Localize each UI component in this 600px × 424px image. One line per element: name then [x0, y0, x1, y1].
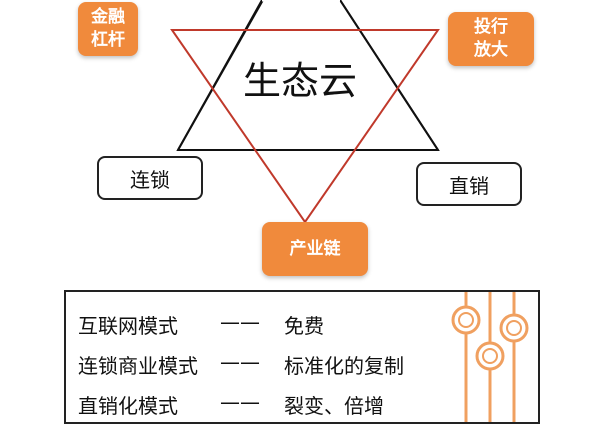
node-investment-amplify-line2: 放大	[474, 40, 508, 60]
node-investment-amplify-line1: 投行	[474, 17, 508, 37]
node-industry-chain: 产业链	[262, 222, 368, 276]
node-financial-leverage-line2: 杠杆	[91, 30, 125, 50]
node-investment-amplify: 投行 放大	[448, 12, 534, 66]
node-direct-sales: 直销	[416, 162, 522, 206]
legend-row-result: 免费	[284, 314, 324, 338]
center-label: 生态云	[242, 59, 357, 103]
legend-row-model: 互联网模式	[78, 314, 178, 338]
node-financial-leverage-line1: 金融	[91, 7, 125, 27]
legend-row-dash: ——	[220, 350, 260, 374]
node-industry-chain-label: 产业链	[289, 238, 341, 259]
legend-row-model: 连锁商业模式	[78, 354, 198, 378]
legend-box: 互联网模式 —— 免费 连锁商业模式 —— 标准化的复制 直销化模式 —— 裂变…	[64, 290, 540, 424]
legend-row-result: 裂变、倍增	[284, 394, 384, 418]
node-direct-sales-label: 直销	[449, 173, 489, 198]
triangle-diagram	[170, 0, 440, 224]
legend-row-dash: ——	[220, 310, 260, 334]
black-triangle-right-edge	[339, 0, 439, 151]
node-chain: 连锁	[97, 156, 203, 200]
node-chain-label: 连锁	[130, 167, 170, 192]
hanging-circles-ornament	[451, 292, 529, 422]
legend-row-dash: ——	[220, 390, 260, 414]
node-financial-leverage: 金融 杠杆	[78, 2, 138, 56]
legend-row-result: 标准化的复制	[284, 354, 404, 378]
legend-row-model: 直销化模式	[78, 394, 178, 418]
red-triangle	[170, 29, 440, 224]
black-triangle-left-edge	[177, 0, 264, 151]
